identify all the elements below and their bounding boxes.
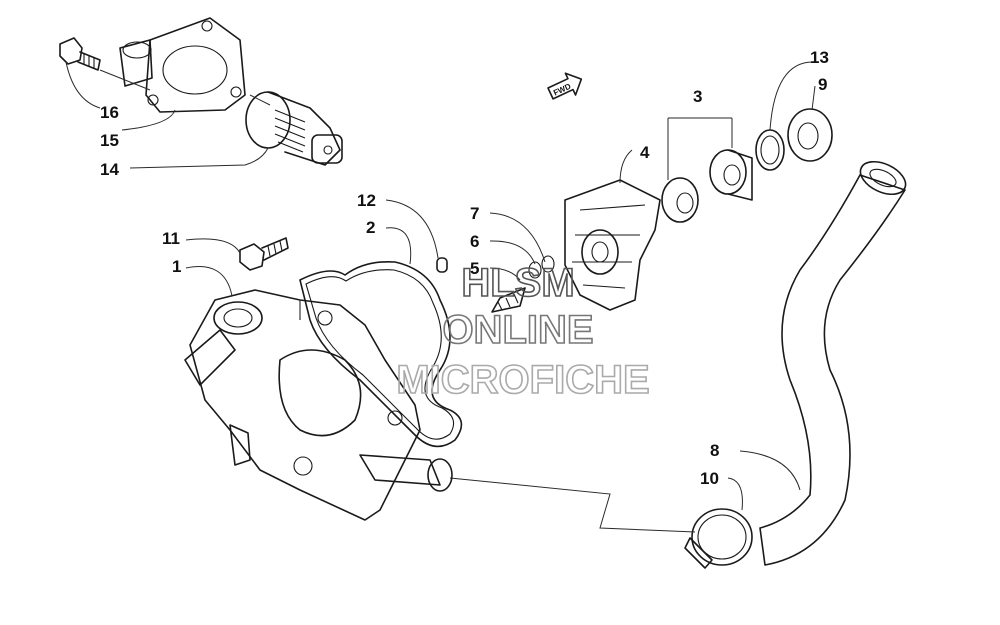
- callout-5: 5: [470, 259, 479, 278]
- callout-1: 1: [172, 257, 181, 276]
- callout-14: 14: [100, 160, 119, 179]
- callout-3: 3: [693, 87, 702, 106]
- hose-clamp: [684, 508, 753, 569]
- bolt-11: [239, 237, 289, 271]
- callout-11: 11: [162, 229, 180, 248]
- thermostat-housing: [119, 17, 246, 113]
- callout-7: 7: [470, 204, 479, 223]
- callout-16: 16: [100, 103, 119, 122]
- callout-15: 15: [100, 131, 119, 150]
- dowel-pin: [436, 257, 448, 273]
- watermark: HLSM ONLINE MICROFICHE: [396, 260, 651, 403]
- gasket: [299, 260, 463, 448]
- thermostat: [245, 91, 343, 166]
- callout-9: 9: [818, 75, 827, 94]
- snap-ring: [755, 129, 785, 171]
- callout-2: 2: [366, 218, 375, 237]
- leader-lines: [65, 61, 816, 533]
- impeller: [564, 179, 661, 311]
- callout-10: 10: [700, 469, 719, 488]
- callout-13: 13: [810, 48, 829, 67]
- coolant-hose: [759, 160, 907, 566]
- watermark-line-2: ONLINE: [442, 308, 593, 352]
- fwd-arrow-icon: FWD: [547, 72, 583, 100]
- oil-seal: [787, 108, 833, 162]
- callout-4: 4: [640, 143, 650, 162]
- water-pump-housing: [184, 289, 453, 521]
- callout-12: 12: [357, 191, 376, 210]
- impeller-fasteners: [491, 255, 555, 313]
- bolt-16: [59, 37, 101, 71]
- watermark-line-1: HLSM: [461, 261, 574, 305]
- callout-numbers: 16 15 14 13 9 3 4 12 2 7 6 5 11 1 8 10: [100, 48, 829, 488]
- callout-8: 8: [710, 441, 719, 460]
- callout-6: 6: [470, 232, 479, 251]
- seal-washer: [661, 177, 699, 223]
- mechanical-seal: [709, 149, 753, 201]
- watermark-line-3: MICROFICHE: [396, 358, 649, 402]
